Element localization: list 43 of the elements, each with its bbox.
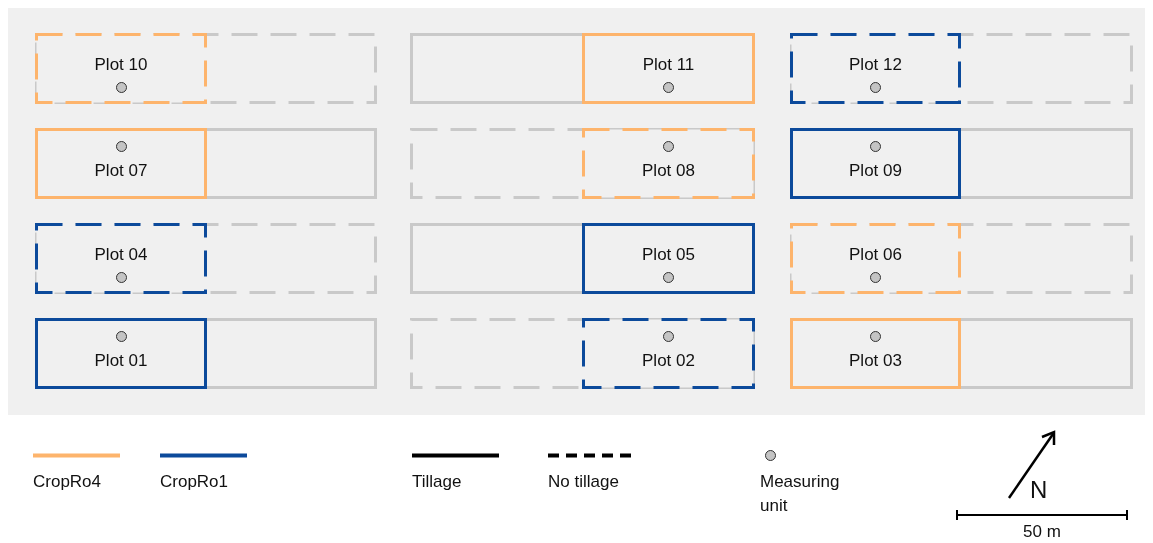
field-strip bbox=[35, 318, 377, 389]
plot-label: Plot 09 bbox=[848, 161, 903, 181]
scale-label: 50 m bbox=[1023, 522, 1061, 542]
plot-outline bbox=[790, 128, 961, 199]
plot-outline bbox=[582, 318, 755, 389]
plot-label: Plot 07 bbox=[93, 161, 149, 181]
field-strip bbox=[35, 223, 377, 294]
legend-label: Tillage bbox=[412, 472, 462, 492]
plot-label: Plot 08 bbox=[641, 161, 696, 181]
plot-outline bbox=[582, 128, 755, 199]
plot-label: Plot 05 bbox=[641, 245, 696, 265]
north-label: N bbox=[1030, 476, 1048, 504]
plot-label: Plot 06 bbox=[848, 245, 903, 265]
plot-outline bbox=[582, 33, 755, 104]
plot-outline bbox=[35, 33, 207, 104]
field-strip bbox=[410, 33, 755, 104]
field-strip bbox=[790, 33, 1133, 104]
field-strip bbox=[410, 318, 755, 389]
plot-label: Plot 04 bbox=[93, 245, 149, 265]
legend-label: Measuring unit bbox=[760, 471, 841, 517]
plot-outline bbox=[582, 223, 755, 294]
legend-label: CropRo1 bbox=[160, 472, 229, 492]
field-strip bbox=[790, 128, 1133, 199]
plot-label: Plot 10 bbox=[93, 55, 149, 75]
legend-label: CropRo4 bbox=[33, 472, 102, 492]
plot-outline bbox=[790, 223, 961, 294]
plot-outline bbox=[35, 223, 207, 294]
plot-outline bbox=[35, 318, 207, 389]
legend-label: No tillage bbox=[548, 472, 619, 492]
plot-label: Plot 11 bbox=[641, 55, 696, 75]
field-strip bbox=[790, 223, 1133, 294]
plot-outline bbox=[790, 318, 961, 389]
field-strip bbox=[790, 318, 1133, 389]
field-strip bbox=[35, 33, 377, 104]
field-strip bbox=[410, 128, 755, 199]
plot-label: Plot 02 bbox=[641, 351, 696, 371]
plot-outline bbox=[790, 33, 961, 104]
field-strip bbox=[35, 128, 377, 199]
plot-outline bbox=[35, 128, 207, 199]
plot-label: Plot 01 bbox=[93, 351, 149, 371]
field-strip bbox=[410, 223, 755, 294]
plot-label: Plot 12 bbox=[848, 55, 903, 75]
plot-label: Plot 03 bbox=[848, 351, 903, 371]
